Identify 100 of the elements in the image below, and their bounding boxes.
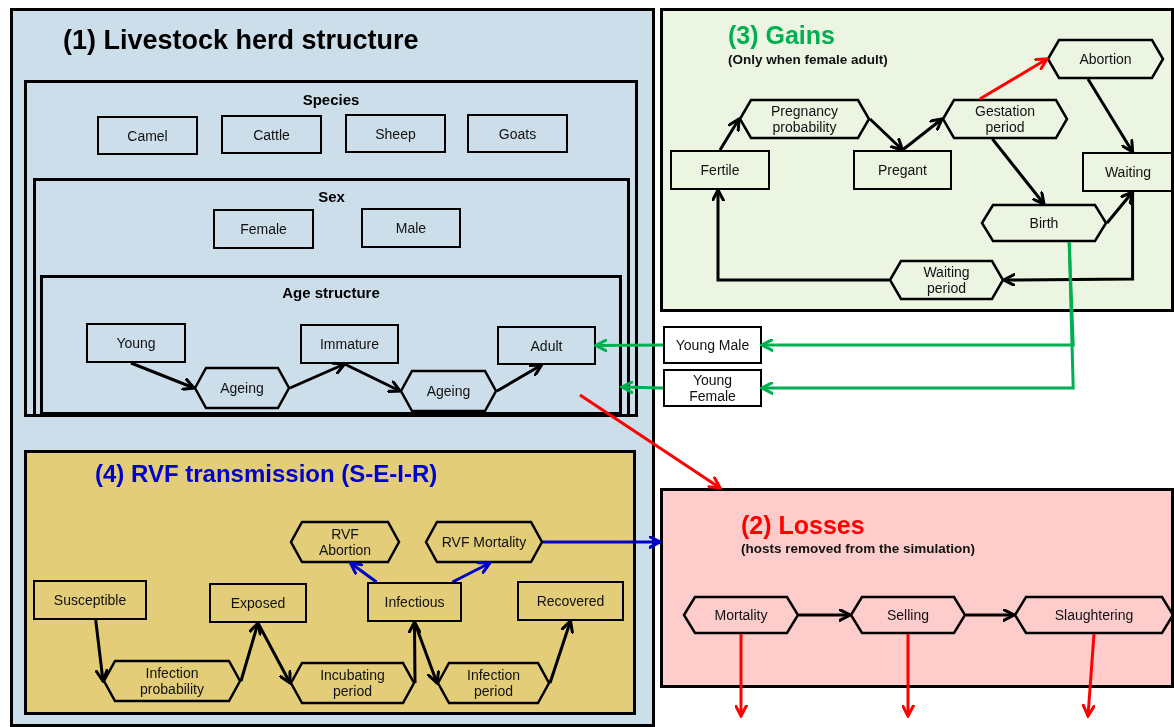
node-label: Susceptible: [52, 592, 128, 608]
arrow: [94, 619, 109, 683]
arrow: [1081, 633, 1096, 718]
node-label: Birth: [1028, 215, 1060, 231]
node-label: Sheep: [374, 125, 417, 142]
node-label: RVF Abortion: [317, 526, 373, 558]
node-label: Young Male: [674, 337, 751, 353]
arrow: [413, 621, 441, 685]
arrow: [1002, 192, 1135, 287]
node-label: Ageing: [425, 383, 472, 399]
process-hexagon: [850, 596, 966, 634]
arrow: [991, 138, 1046, 206]
state-box: [213, 209, 314, 249]
process-hexagon: [739, 99, 870, 139]
state-box: [853, 150, 952, 190]
process-hexagon: [1047, 39, 1164, 79]
node-label: Fertile: [699, 162, 741, 178]
process-hexagon: [1014, 596, 1174, 634]
panel: [10, 8, 655, 727]
group-box: [24, 80, 638, 417]
arrow: [407, 620, 422, 683]
state-box: [300, 324, 399, 364]
node-label: Immature: [318, 336, 381, 352]
node-label: Pregnancy probability: [770, 103, 839, 135]
process-hexagon: [103, 660, 241, 702]
node-label: Male: [394, 220, 428, 236]
state-box: [670, 150, 770, 190]
arrow: [343, 362, 402, 393]
node-label: Young: [115, 335, 157, 351]
arrow: [966, 608, 1016, 622]
arrow: [901, 634, 915, 718]
panel: [660, 8, 1174, 312]
group-heading: Species: [301, 91, 361, 108]
node-label: Infection probability: [139, 665, 205, 697]
state-box: [663, 326, 762, 364]
state-box: [467, 114, 568, 153]
node-label: Pregant: [876, 162, 928, 178]
arrow: [620, 380, 664, 395]
state-box: [209, 583, 307, 623]
state-box: [97, 116, 198, 155]
state-box: [663, 369, 762, 407]
arrow: [1105, 190, 1135, 224]
arrow: [868, 117, 904, 152]
arrow: [289, 361, 347, 390]
node-label: Abortion: [1078, 51, 1133, 67]
arrow: [579, 393, 722, 490]
node-label: Goats: [497, 125, 538, 142]
node-label: Recovered: [535, 593, 606, 609]
state-box: [361, 208, 461, 248]
process-hexagon: [683, 596, 799, 634]
node-label: Mortality: [713, 607, 769, 623]
arrow: [979, 57, 1049, 101]
node-label: Infectious: [383, 594, 446, 610]
process-hexagon: [400, 370, 497, 412]
arrow: [239, 621, 262, 682]
panel-title: (2) Losses: [741, 511, 865, 540]
node-label: Adult: [529, 337, 564, 354]
panel: [660, 488, 1174, 688]
arrow: [901, 117, 944, 152]
process-hexagon: [437, 662, 550, 704]
panel-title: (1) Livestock herd structure: [63, 25, 419, 56]
arrow: [718, 117, 741, 151]
arrow: [594, 338, 663, 353]
arrow: [130, 361, 196, 391]
panel-subtitle: (hosts removed from the simulation): [741, 541, 976, 556]
arrow: [256, 622, 292, 685]
node-label: Camel: [126, 127, 169, 144]
group-heading: Sex: [317, 188, 346, 205]
node-label: Cattle: [252, 126, 291, 143]
state-box: [221, 115, 322, 154]
node-label: Waiting: [1103, 164, 1153, 180]
process-hexagon: [194, 367, 290, 409]
arrow: [734, 634, 748, 718]
panel: [24, 450, 636, 715]
group-box: [33, 178, 630, 417]
node-label: Selling: [886, 607, 930, 623]
arrow: [799, 608, 852, 622]
process-hexagon: [290, 662, 415, 704]
state-box: [345, 114, 446, 153]
panel-title: (4) RVF transmission (S-E-I-R): [95, 460, 438, 488]
node-label: Waiting period: [922, 264, 971, 296]
process-hexagon: [290, 521, 400, 563]
state-box: [517, 581, 624, 621]
arrow: [760, 241, 1075, 395]
process-hexagon: [425, 521, 543, 563]
node-label: Exposed: [229, 595, 287, 611]
arrow: [711, 188, 889, 282]
state-box: [497, 326, 596, 365]
arrow: [1086, 78, 1135, 154]
state-box: [86, 323, 186, 363]
process-hexagon: [942, 99, 1068, 139]
arrow: [496, 363, 544, 393]
state-box: [1082, 152, 1174, 192]
process-hexagon: [981, 204, 1107, 242]
group-heading: Age structure: [281, 284, 381, 301]
arrow: [451, 561, 492, 584]
arrow: [349, 561, 378, 584]
node-label: Incubating period: [319, 667, 386, 699]
node-label: Ageing: [219, 380, 265, 396]
process-hexagon: [889, 260, 1004, 300]
